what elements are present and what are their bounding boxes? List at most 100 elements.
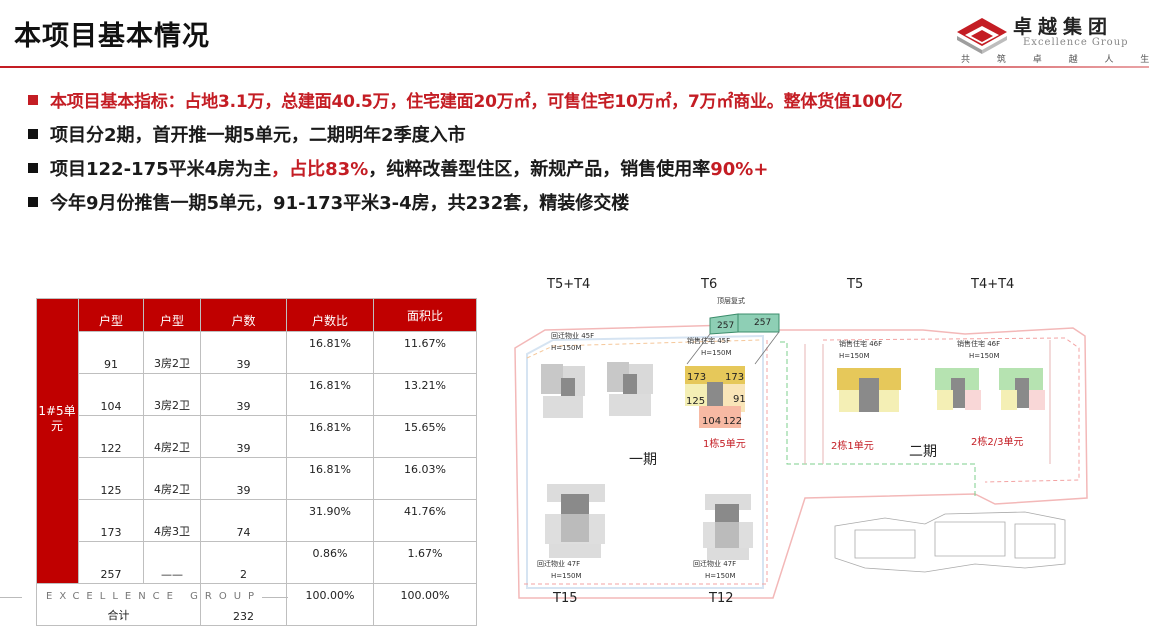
bullet-highlight: ，占比83% [271, 159, 369, 180]
logo-english: Excellence Group [1023, 37, 1129, 48]
building-t12 [703, 494, 753, 560]
table-row: 125 4房2卫 39 16.81% 16.03% [37, 457, 477, 500]
table-cell: 16.03% [373, 457, 477, 500]
table-cell: 16.81% [286, 415, 374, 458]
table-row: 122 4房2卫 39 16.81% 15.65% [37, 415, 477, 458]
tower-label-t6: T6 [700, 277, 717, 292]
building-label: 2栋2/3单元 [971, 435, 1023, 448]
table-cell: 1.67% [373, 541, 477, 584]
unit-257-label: 257 [754, 318, 771, 328]
unit-label: 125 [686, 396, 705, 407]
bullet-text: 今年9月份推售一期5单元，91-173平米3-4房，共232套，精装修交楼 [50, 193, 630, 214]
company-logo: 卓越集团 Excellence Group 共 筑 卓 越 人 生 [955, 12, 1149, 66]
bullet-item-1: 本项目基本指标：占地3.1万，总建面40.5万，住宅建面20万㎡，可售住宅10万… [28, 86, 1143, 120]
table-cell: 4房2卫 [143, 457, 201, 500]
table-cell: 39 [200, 415, 287, 458]
table-row: 257 —— 2 0.86% 1.67% [37, 541, 477, 584]
table-cell: 3房2卫 [143, 331, 201, 374]
tower-label-t4t4: T4+T4 [970, 277, 1014, 292]
page-title: 本项目基本情况 [14, 21, 210, 52]
table-header: 户型 [78, 298, 144, 332]
table-header: 户数 [200, 298, 287, 332]
table-cell: 41.76% [373, 499, 477, 542]
table-row: 91 3房2卫 39 16.81% 11.67% [37, 331, 477, 374]
annotation: 回迁物业 45F [551, 331, 594, 340]
unit-label: 104 [702, 416, 721, 427]
header-divider [0, 66, 1149, 68]
table-cell: 39 [200, 373, 287, 416]
square-bullet-icon [28, 95, 38, 105]
annotation: 销售住宅 46F [839, 339, 882, 348]
logo-slogan: 共 筑 卓 越 人 生 [961, 55, 1149, 65]
table-header: 面积比 [373, 298, 477, 332]
bullet-list: 本项目基本指标：占地3.1万，总建面40.5万，住宅建面20万㎡，可售住宅10万… [28, 86, 1143, 222]
table-cell: 16.81% [286, 457, 374, 500]
table-cell: 104 [78, 373, 144, 416]
phase-boundary [526, 334, 764, 589]
annotation: H=150M [705, 572, 736, 580]
square-bullet-icon [28, 163, 38, 173]
table-cell: 173 [78, 499, 144, 542]
table-cell: 125 [78, 457, 144, 500]
bullet-item-2: 项目分2期，首开推一期5单元，二期明年2季度入市 [28, 120, 1143, 154]
penthouse-label: 顶层复式 [717, 296, 745, 305]
table-cell: 13.21% [373, 373, 477, 416]
building-label: 2栋1单元 [831, 439, 874, 452]
annotation: 回迁物业 47F [537, 559, 580, 568]
table-cell: 74 [200, 499, 287, 542]
table-cell: 31.90% [286, 499, 374, 542]
table-cell: 11.67% [373, 331, 477, 374]
table-cell: 39 [200, 331, 287, 374]
table-cell: 4房3卫 [143, 499, 201, 542]
bullet-text: 本项目基本指标：占地3.1万，总建面40.5万，住宅建面20万㎡，可售住宅10万… [50, 92, 903, 112]
unit-label: 173 [725, 372, 744, 383]
table-cell: 39 [200, 457, 287, 500]
tower-label-t15: T15 [552, 591, 577, 606]
bullet-text: 项目分2期，首开推一期5单元，二期明年2季度入市 [50, 125, 466, 146]
side-label-line: 1#5单 [38, 404, 76, 418]
annotation: H=150M [551, 572, 582, 580]
table-header: 户数比 [286, 298, 374, 332]
annotation: 销售住宅 46F [957, 339, 1000, 348]
annotation: H=150M [839, 352, 870, 360]
bullet-text: 项目122-175平米4房为主 [50, 159, 272, 180]
table-cell: 15.65% [373, 415, 477, 458]
table-cell: 100.00% [373, 583, 477, 626]
outline-building [834, 511, 1066, 573]
tower-label-t5: T5 [846, 277, 863, 292]
setback-line [822, 337, 1080, 483]
footer-line [0, 597, 22, 598]
table-cell: 100.00% [286, 583, 374, 626]
setback-line [526, 339, 762, 359]
side-label-line: 元 [50, 419, 63, 433]
tower-label-t12: T12 [708, 591, 733, 606]
unit-mix-table: 户型 户型 户数 户数比 面积比 91 3房2卫 39 16.81% 11.67… [36, 298, 477, 626]
table-side-label: 1#5单 元 [36, 404, 78, 434]
unit-label: 122 [723, 416, 742, 427]
table-cell: 4房2卫 [143, 415, 201, 458]
table-cell: —— [143, 541, 201, 584]
table-row: 104 3房2卫 39 16.81% 13.21% [37, 373, 477, 416]
unit-label: 91 [733, 394, 746, 405]
annotation: H=150M [551, 344, 582, 352]
phase-label: 二期 [909, 444, 937, 460]
table-cell: 0.86% [286, 541, 374, 584]
annotation: H=150M [969, 352, 1000, 360]
table-row: 173 4房3卫 74 31.90% 41.76% [37, 499, 477, 542]
building-t6 [685, 313, 780, 428]
unit-257-label: 257 [717, 321, 734, 331]
building-t15 [545, 484, 605, 558]
setback-line [521, 340, 768, 585]
table-cell: 122 [78, 415, 144, 458]
unit-label: 173 [687, 372, 706, 383]
table-side-cell [36, 298, 79, 584]
logo-name: 卓越集团 [1013, 16, 1114, 38]
footer-line [262, 597, 288, 598]
annotation: 销售住宅 45F [687, 336, 730, 345]
table-total-label: 合计 [36, 583, 201, 626]
table-cell: 232 [200, 583, 287, 626]
phase-divider [780, 341, 976, 496]
tower-label-t5t4: T5+T4 [546, 277, 590, 292]
building-t5t4 [541, 362, 653, 418]
table-cell: 16.81% [286, 331, 374, 374]
